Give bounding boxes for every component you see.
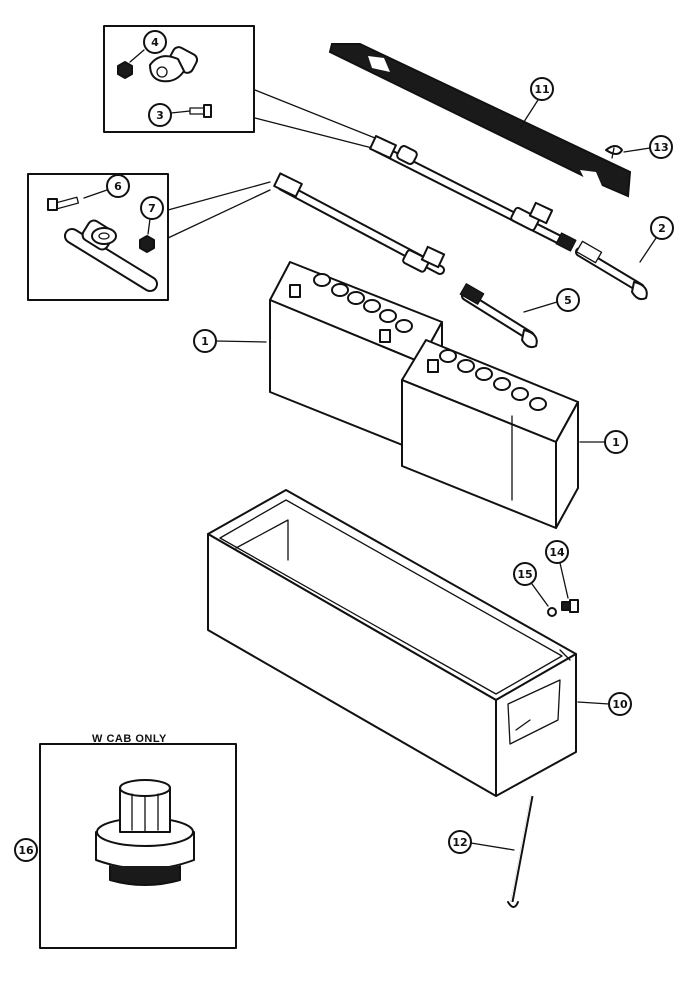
battery-box [207, 489, 577, 797]
svg-text:14: 14 [549, 546, 565, 559]
svg-text:13: 13 [653, 141, 668, 154]
battery-cable-long [369, 135, 577, 252]
inset-cab-fuse [39, 743, 237, 949]
battery-hold-down-strap [328, 43, 632, 198]
svg-text:15: 15 [517, 568, 532, 581]
callout-7: 7 [140, 196, 164, 235]
callout-11: 11 [519, 77, 554, 129]
strap-nut [605, 145, 623, 159]
svg-text:3: 3 [156, 109, 164, 122]
callout-2: 2 [639, 216, 674, 263]
battery-cable-short [575, 240, 648, 301]
svg-text:11: 11 [534, 83, 549, 96]
callout-3: 3 [148, 103, 191, 127]
callout-6: 6 [83, 174, 130, 199]
callout-13: 13 [623, 135, 673, 159]
svg-text:1: 1 [201, 335, 209, 348]
battery-cable-left [273, 172, 446, 275]
inset-top-leader [254, 89, 381, 151]
inset-left-leader [167, 181, 271, 239]
hold-down-rod [507, 795, 534, 908]
callout-16: 16 [14, 838, 38, 862]
callout-4: 4 [129, 30, 167, 63]
callout-1-rear: 1 [193, 329, 267, 353]
battery-jumper-cable [459, 283, 538, 349]
svg-text:4: 4 [151, 36, 159, 49]
inset-terminal-clamp-left [27, 173, 169, 301]
callout-12: 12 [448, 830, 515, 854]
svg-text:16: 16 [18, 844, 34, 857]
inset-terminal-clamp-top [103, 25, 255, 133]
callout-14: 14 [545, 540, 569, 599]
callout-10: 10 [577, 692, 632, 716]
callout-1-front: 1 [579, 430, 628, 454]
battery-front [401, 339, 579, 529]
box-bolt [561, 599, 579, 613]
svg-text:7: 7 [148, 202, 156, 215]
callout-15: 15 [513, 562, 549, 607]
svg-text:5: 5 [564, 294, 572, 307]
box-washer [547, 607, 557, 617]
svg-text:12: 12 [452, 836, 467, 849]
svg-text:10: 10 [612, 698, 628, 711]
inset-caption: W CAB ONLY [92, 733, 167, 745]
svg-text:6: 6 [114, 180, 122, 193]
callout-5: 5 [523, 288, 580, 313]
svg-text:1: 1 [612, 436, 620, 449]
svg-text:2: 2 [658, 222, 666, 235]
